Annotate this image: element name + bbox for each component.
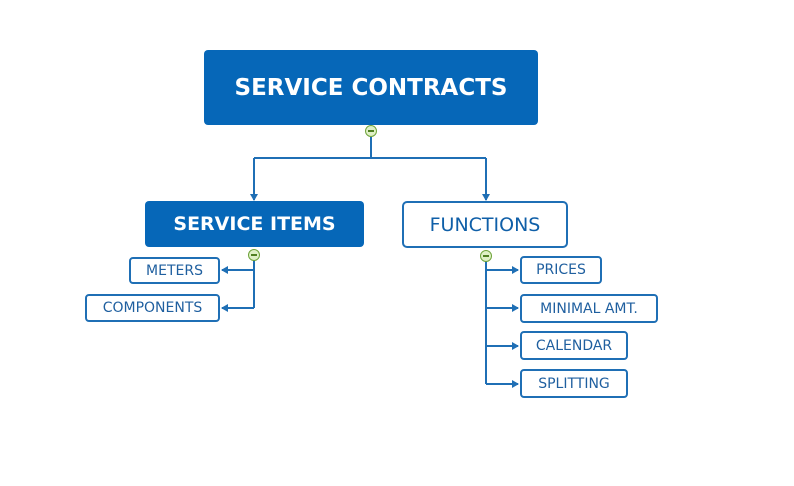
collapse-toggle-icon[interactable]	[248, 249, 260, 261]
collapse-toggle-icon[interactable]	[480, 250, 492, 262]
node-service-items[interactable]: SERVICE ITEMS	[145, 201, 364, 247]
node-splitting[interactable]: SPLITTING	[520, 369, 628, 398]
node-functions[interactable]: FUNCTIONS	[402, 201, 568, 248]
node-meters[interactable]: METERS	[129, 257, 220, 284]
node-prices[interactable]: PRICES	[520, 256, 602, 284]
node-calendar[interactable]: CALENDAR	[520, 331, 628, 360]
node-service-contracts[interactable]: SERVICE CONTRACTS	[204, 50, 538, 125]
node-minimal-amt[interactable]: MINIMAL AMT.	[520, 294, 658, 323]
node-components[interactable]: COMPONENTS	[85, 294, 220, 322]
collapse-toggle-icon[interactable]	[365, 125, 377, 137]
